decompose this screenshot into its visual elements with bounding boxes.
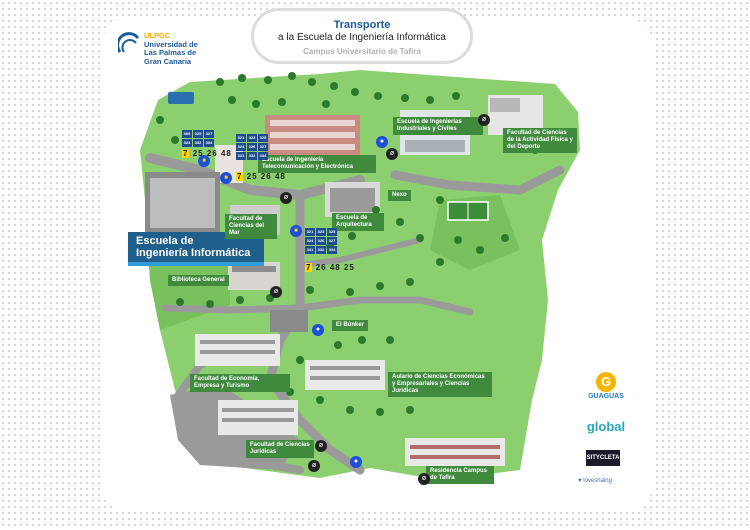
bus-lines-right: 7 26 48 25 (305, 263, 355, 272)
bus-line-number: 25 (246, 172, 258, 181)
label-ciencias-mar[interactable]: Facultad de Ciencias del Mar (225, 214, 277, 239)
bicycle-icon[interactable]: ø (280, 192, 292, 204)
bus-code: 325 (258, 134, 268, 142)
global-logo: global (586, 419, 626, 434)
label-biblioteca[interactable]: Biblioteca General (168, 275, 229, 286)
bus-code: 324 (236, 143, 246, 151)
bicycle-icon[interactable]: ø (478, 114, 490, 126)
bus-line-number: 48 (329, 263, 341, 272)
guaguas-icon: G (596, 372, 616, 392)
ulpgc-logo: ULPGC Universidad de Las Palmas de Gran … (116, 31, 198, 65)
bicycle-icon[interactable]: ø (308, 460, 320, 472)
label-telecom[interactable]: Escuela de Ingeniería Telecomunicación y… (258, 155, 376, 173)
map-title: Transporte (333, 19, 391, 31)
bus-code: 327 (327, 237, 337, 245)
label-arquitectura[interactable]: Escuela de Arquitectura (332, 213, 384, 231)
bicycle-icon[interactable]: ø (270, 286, 282, 298)
bus-code: 334 (258, 152, 268, 160)
bus-lines-topleft: 7 25 26 48 (182, 149, 232, 158)
bus-code: 325 (327, 228, 337, 236)
bus-code: 323 (316, 228, 326, 236)
bus-code: 331 (236, 152, 246, 160)
label-industriales[interactable]: Escuela de Ingenierías Industriales y Ci… (393, 117, 483, 135)
bus-code: 334 (204, 139, 214, 147)
bus-code: 334 (327, 246, 337, 254)
bus-code: 306 (182, 130, 192, 138)
heart-icon: ♥ (578, 478, 582, 484)
sitycleta-logo: SITYCLETA (586, 450, 620, 466)
guaguas-name: GUAGUAS (588, 393, 624, 400)
label-actividad-fisica[interactable]: Facultad de Ciencias de la Actividad Fís… (503, 128, 577, 153)
bus-stop-icon[interactable]: ■ (220, 172, 232, 184)
bus-stop-codes-center: 321 323 325 324 326 327 331 332 334 (236, 134, 268, 160)
label-residencia[interactable]: Residencia Campus de Tafira (426, 466, 494, 484)
bus-code: 321 (305, 228, 315, 236)
map-subtitle: a la Escuela de Ingeniería Informática (278, 32, 446, 43)
bus-line-number: 48 (220, 149, 232, 158)
bus-code: 332 (193, 139, 203, 147)
bus-code: 326 (316, 237, 326, 245)
bus-stop-codes-topleft: 306 325 327 324 332 334 (182, 130, 214, 147)
bicycle-icon[interactable]: ø (386, 148, 398, 160)
campus-name: Campus Universitario de Tafira (303, 47, 421, 56)
bus-code: 325 (193, 130, 203, 138)
label-aulario[interactable]: Aulario de Ciencias Económicas y Empresa… (388, 372, 492, 397)
guaguas-logo: G GUAGUAS (586, 372, 626, 400)
motorbike-icon[interactable]: ● (350, 456, 362, 468)
bicycle-icon[interactable]: ø (315, 440, 327, 452)
ulpgc-acronym: ULPGC (144, 31, 171, 40)
bus-code: 332 (316, 246, 326, 254)
bus-line-number: 26 (260, 172, 272, 181)
bus-stop-icon[interactable]: ■ (290, 225, 302, 237)
bus-code: 324 (305, 237, 315, 245)
bus-line-number: 7 (236, 172, 244, 181)
buildings-layer (145, 92, 543, 466)
bus-line-number: 25 (192, 149, 204, 158)
main-building-line1: Escuela de (136, 235, 194, 247)
bus-lines-center: 7 25 26 48 (236, 172, 286, 181)
ulpgc-name-line2: Las Palmas de (144, 48, 197, 57)
motorbike-icon[interactable]: ● (376, 136, 388, 148)
bus-line-number: 26 (315, 263, 327, 272)
label-economia[interactable]: Facultad de Economía, Empresa y Turismo (190, 374, 290, 392)
bus-code: 321 (236, 134, 246, 142)
bus-code: 332 (247, 152, 257, 160)
bus-line-number: 48 (274, 172, 286, 181)
loveshaing-logo: ♥ loveshaing (578, 478, 638, 484)
bus-stop-icon[interactable]: ■ (198, 155, 210, 167)
bus-code: 324 (182, 139, 192, 147)
map-title-banner: Transporte a la Escuela de Ingeniería In… (251, 8, 473, 64)
main-building-line2: Ingeniería Informática (136, 247, 251, 259)
label-bunker[interactable]: El Búnker (332, 320, 369, 331)
bus-line-number: 26 (206, 149, 218, 158)
bus-code: 327 (258, 143, 268, 151)
bus-code: 327 (204, 130, 214, 138)
label-nexo[interactable]: Nexo (388, 190, 411, 201)
bus-code: 323 (247, 134, 257, 142)
bus-line-number: 7 (182, 149, 190, 158)
bus-code: 326 (247, 143, 257, 151)
ulpgc-name-line1: Universidad de (144, 39, 198, 49)
bus-stop-codes-right: 321 323 325 324 326 327 331 332 334 (305, 228, 337, 254)
loveshaing-name: loveshaing (583, 478, 612, 484)
motorbike-icon[interactable]: ● (312, 324, 324, 336)
ulpgc-name-line3: Gran Canaria (144, 56, 192, 66)
bus-line-number: 25 (343, 263, 355, 272)
ulpgc-emblem-icon (116, 32, 140, 53)
bus-line-number: 7 (305, 263, 313, 272)
bicycle-icon[interactable]: ø (418, 473, 430, 485)
bus-code: 331 (305, 246, 315, 254)
label-juridicas[interactable]: Facultad de Ciencias Jurídicas (246, 440, 314, 458)
